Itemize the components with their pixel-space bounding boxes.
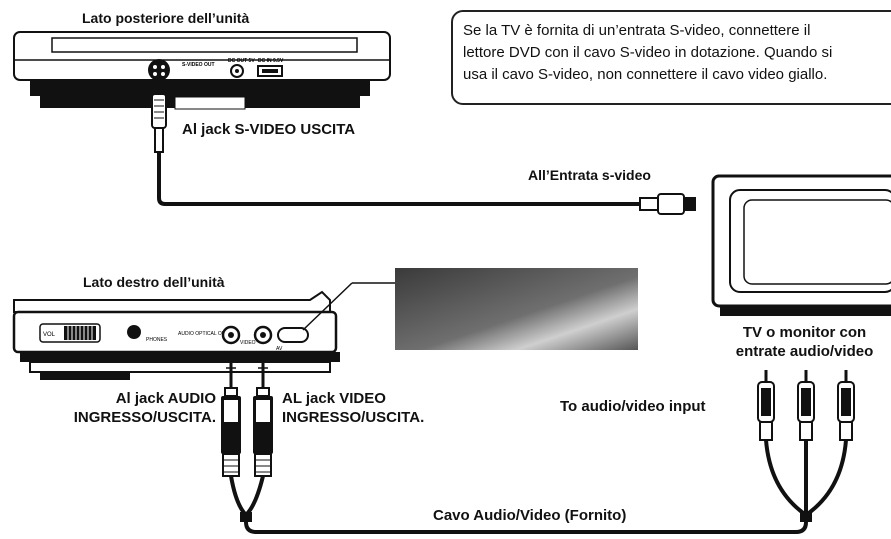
audio-jack-label: Al jack AUDIO INGRESSO/USCITA.	[36, 389, 216, 427]
video-jack-line1: AL jack VIDEO	[282, 390, 386, 407]
rca-plug-right	[837, 370, 855, 441]
tv-label-line2: entrate audio/video	[735, 343, 874, 360]
note-line2: lettore DVD con il cavo S-video in dotaz…	[463, 44, 833, 61]
av-text: AV	[276, 346, 283, 352]
svideo-jack-label: Al jack S-VIDEO USCITA	[182, 121, 356, 138]
right-side-label: Lato destro dell’unità	[83, 274, 225, 290]
dc-in-port	[257, 65, 283, 77]
tv-label: TV o monitor con entrate audio/video	[718, 323, 891, 361]
audio-jack-line1: Al jack AUDIO	[115, 390, 216, 407]
note-line1: Se la TV è fornita di un’entrata S-video…	[463, 22, 811, 39]
cable-clip-left	[240, 512, 252, 522]
audio-plug	[221, 356, 241, 477]
svideo-cable	[157, 152, 640, 206]
rca-plug-left	[757, 370, 775, 441]
dc-out-port	[230, 64, 244, 78]
phones-text: PHONES	[146, 337, 168, 343]
cable-label: Cavo Audio/Video (Fornito)	[433, 507, 627, 524]
svideo-out-text: S-VIDEO OUT	[182, 62, 215, 68]
video-plug	[253, 356, 273, 477]
svideo-input-label: All’Entrata s-video	[528, 167, 651, 183]
tv-monitor	[711, 174, 891, 316]
cable-clip-right	[800, 512, 812, 522]
note-line3: usa il cavo S-video, non connettere il c…	[463, 66, 828, 83]
rca-plug-middle	[797, 370, 815, 441]
audio-optical-text: AUDIO OPTICAL OUT	[178, 331, 228, 337]
dc-in-text: DC IN 9.5V	[258, 58, 284, 64]
svideo-plug-top	[150, 80, 168, 153]
audio-jack	[221, 325, 241, 345]
callout-line	[302, 282, 353, 331]
phones-jack	[127, 325, 141, 339]
video-jack	[253, 325, 273, 345]
video-jack-line2: INGRESSO/USCITA.	[282, 409, 425, 426]
svideo-note-box: Se la TV è fornita di un’entrata S-video…	[451, 10, 891, 105]
rca-plugs	[757, 370, 855, 441]
svideo-out-port	[148, 59, 170, 81]
svideo-plug-right	[639, 193, 696, 215]
tv-label-line1: TV o monitor con	[742, 324, 867, 341]
vol-text: VOL	[43, 332, 56, 338]
dvd-player-rear-view: S-VIDEO OUT DC OUT 5V DC IN 9.5V	[13, 31, 391, 110]
video-jack-label: AL jack VIDEO INGRESSO/USCITA.	[282, 389, 424, 427]
av-input-label: To audio/video input	[560, 398, 706, 415]
video-text: VIDEO	[240, 340, 256, 346]
volume-wheel	[64, 326, 96, 340]
detail-panel	[395, 268, 638, 350]
dc-out-text: DC OUT 5V	[228, 58, 255, 64]
rear-side-label: Lato posteriore dell’unità	[82, 10, 250, 26]
audio-jack-line2: INGRESSO/USCITA.	[73, 409, 216, 426]
dvd-player-right-view: VOL PHONES AUDIO OPTICAL OUT VIDEO AV	[12, 290, 340, 380]
